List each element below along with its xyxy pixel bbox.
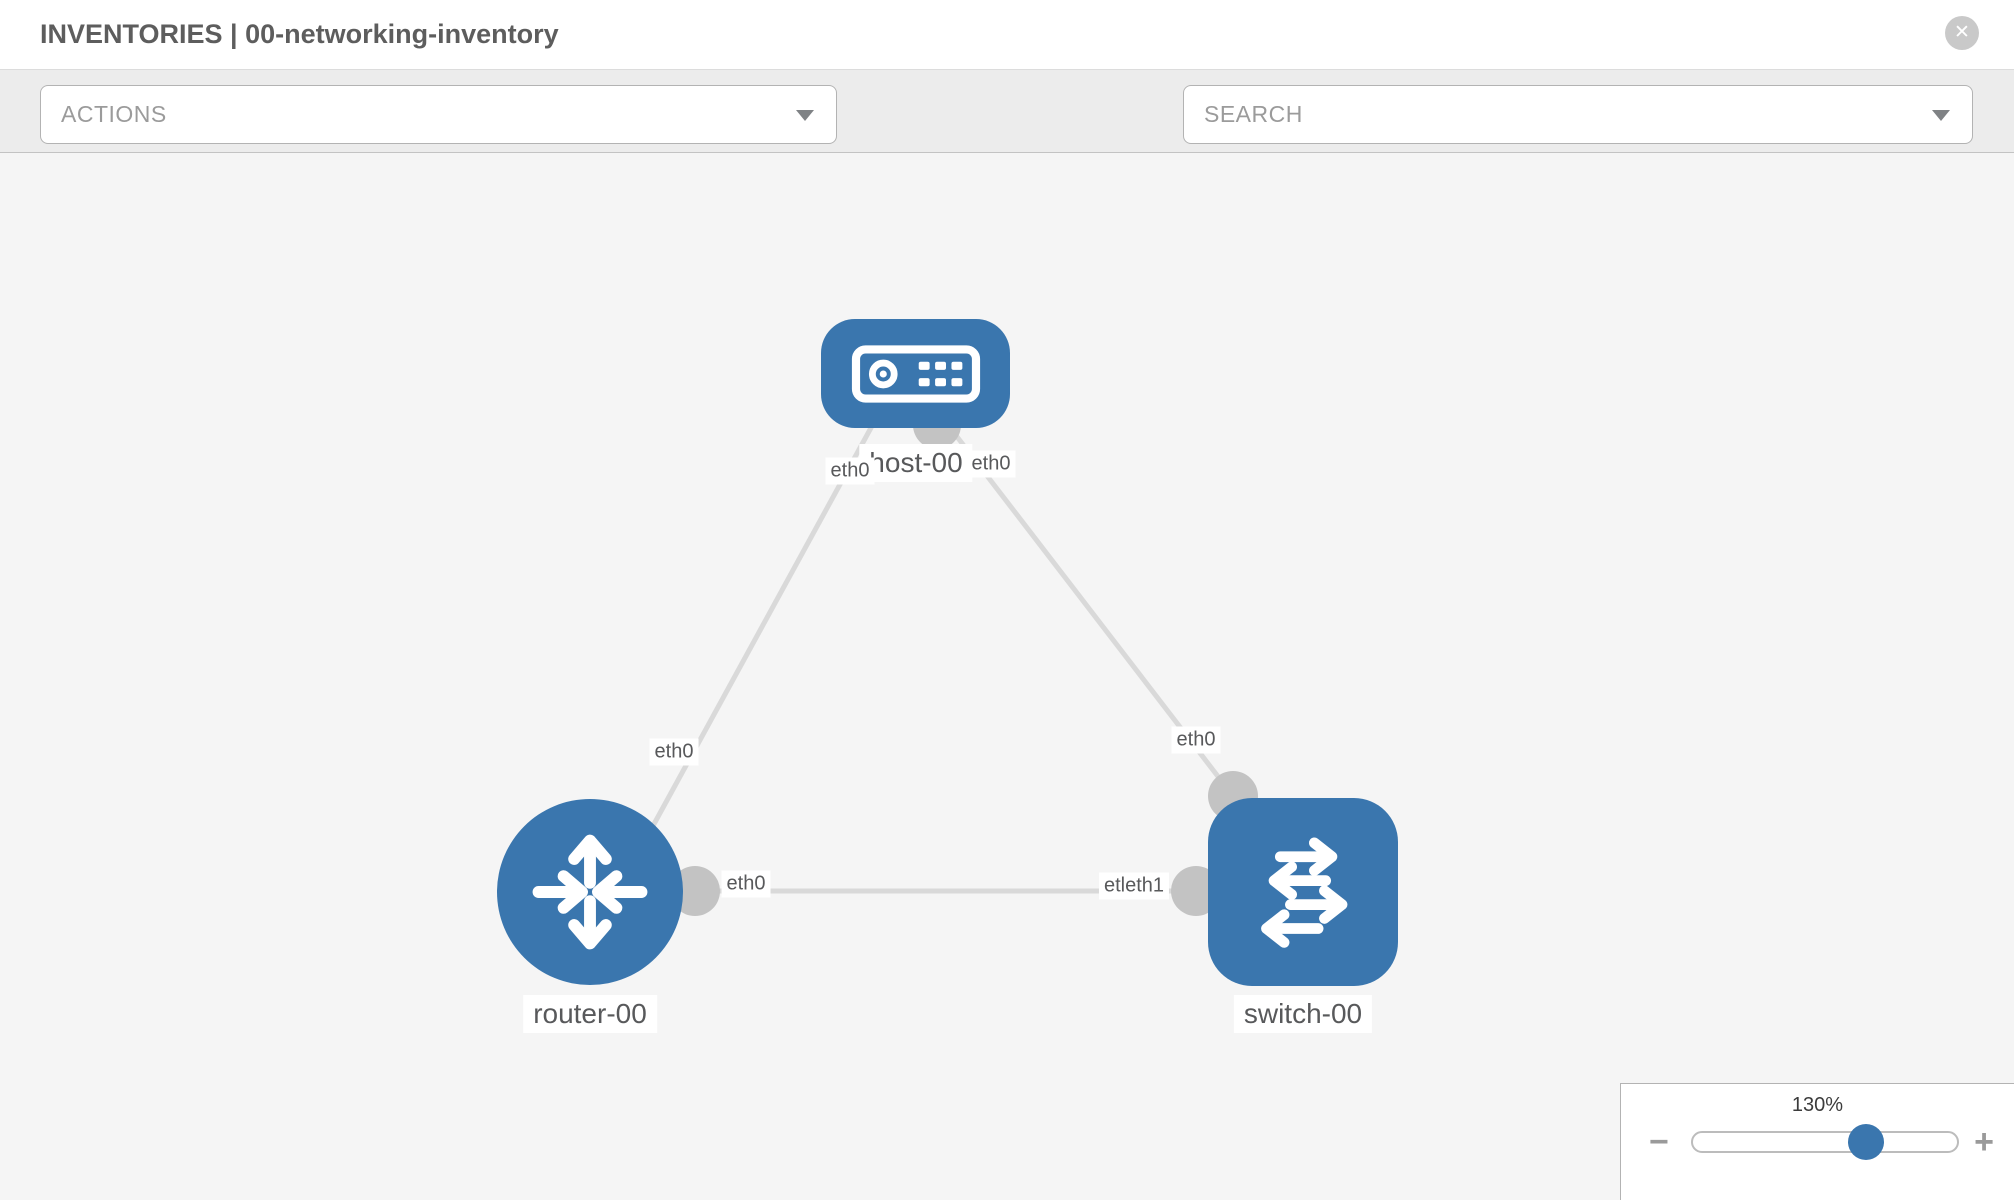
links-layer (645, 401, 1258, 916)
zoom-control-panel: 130% − + (1620, 1083, 2014, 1200)
zoom-out-button[interactable]: − (1649, 1123, 1669, 1161)
node-router-00[interactable] (497, 799, 683, 985)
switch-icon (1261, 837, 1348, 948)
interface-label-router-to-switch: eth0 (721, 870, 771, 898)
node-label-host-00: host-00 (859, 444, 973, 482)
node-label-switch-00: switch-00 (1233, 995, 1373, 1033)
search-input[interactable]: SEARCH (1183, 85, 1973, 144)
interface-label-switch-to-router: etleth1 (1098, 872, 1170, 900)
zoom-slider[interactable] (1691, 1124, 1959, 1160)
search-placeholder: SEARCH (1204, 101, 1303, 127)
panel-header: INVENTORIES | 00-networking-inventory ✕ (0, 0, 2014, 69)
page-title: INVENTORIES | 00-networking-inventory (40, 19, 559, 49)
actions-dropdown[interactable]: ACTIONS (40, 85, 837, 144)
chevron-down-icon (796, 110, 814, 121)
chevron-down-icon (1932, 110, 1950, 121)
interface-label-host-to-switch: eth0 (966, 450, 1016, 478)
router-icon (532, 834, 648, 950)
node-label-router-00: router-00 (523, 995, 657, 1033)
actions-dropdown-label: ACTIONS (61, 101, 167, 127)
interface-label-switch-to-host: eth0 (1171, 726, 1221, 754)
zoom-slider-thumb[interactable] (1848, 1124, 1884, 1160)
topology-canvas[interactable]: host-00 router-00 switch-00 eth0 eth0 et… (0, 153, 2014, 1200)
host-icon (851, 344, 980, 403)
zoom-in-button[interactable]: + (1974, 1123, 1994, 1161)
interface-label-host-to-router: eth0 (825, 457, 875, 485)
close-icon[interactable]: ✕ (1945, 16, 1979, 50)
toolbar: ACTIONS SEARCH (0, 69, 2014, 203)
interface-connector (670, 866, 720, 916)
interface-label-router-to-host: eth0 (649, 738, 699, 766)
zoom-percent-label: 130% (1791, 1094, 1844, 1116)
node-switch-00[interactable] (1208, 798, 1398, 986)
node-host-00[interactable] (821, 319, 1010, 428)
